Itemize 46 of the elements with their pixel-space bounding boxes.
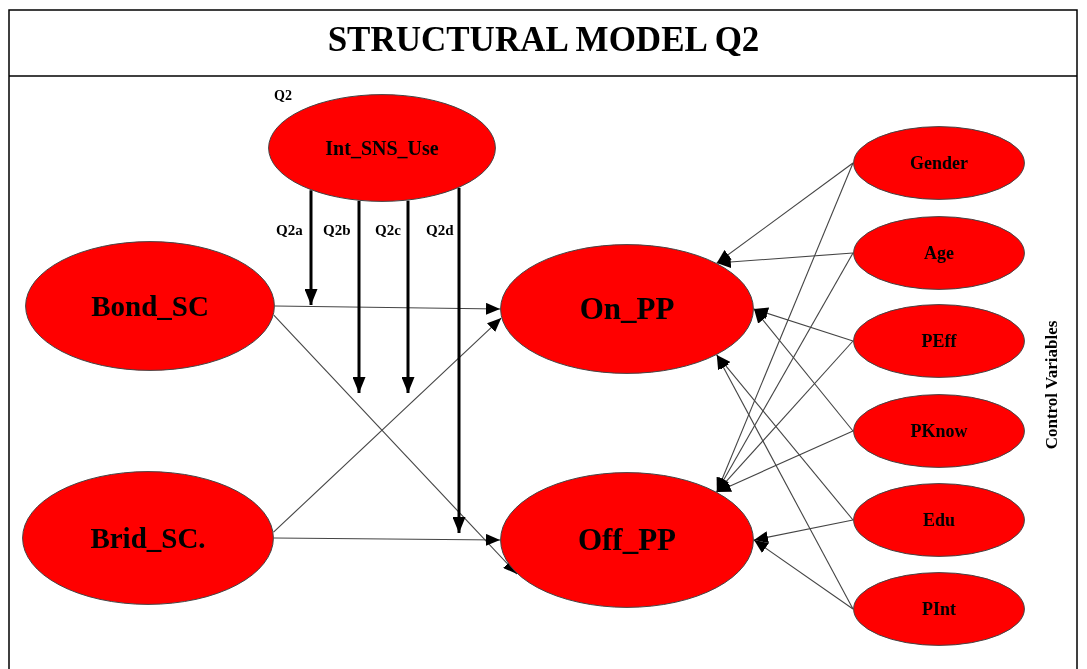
edge-label: Q2c — [375, 222, 401, 239]
path-arrow — [753, 539, 854, 610]
path-arrow — [274, 302, 501, 315]
node-label: Brid_SC. — [90, 521, 206, 555]
moderation-arrow — [352, 200, 366, 393]
ellipse-node — [853, 304, 1025, 378]
axis-group-label: Control Variables — [1042, 320, 1062, 450]
edge-label: Q2b — [323, 222, 351, 239]
node-label: Gender — [910, 152, 968, 174]
node-label: PKnow — [910, 420, 968, 442]
edge-label: Q2d — [426, 222, 454, 239]
moderation-arrow — [304, 190, 318, 305]
ellipse-node — [500, 244, 754, 374]
path-arrow — [716, 430, 854, 493]
moderation-arrow — [401, 200, 415, 393]
ellipse-node — [500, 472, 754, 608]
path-arrow — [716, 340, 854, 493]
node-label: On_PP — [579, 291, 675, 327]
node-label: Edu — [923, 509, 955, 531]
ellipse-node — [25, 241, 275, 371]
path-arrow — [753, 308, 854, 432]
path-arrow — [273, 533, 501, 546]
node-label: Age — [924, 242, 954, 264]
path-arrow — [716, 252, 854, 268]
node-label: Bond_SC — [91, 289, 209, 323]
node-caption: Q2 — [274, 88, 292, 104]
path-arrow — [716, 252, 854, 493]
path-arrow — [716, 162, 854, 264]
path-arrow — [716, 354, 854, 610]
path-arrow — [716, 354, 854, 521]
path-arrow — [272, 317, 502, 533]
path-arrow — [753, 307, 854, 342]
diagram-title: STRUCTURAL MODEL Q2 — [326, 21, 761, 60]
ellipse-node — [853, 394, 1025, 468]
node-label: PInt — [922, 598, 956, 620]
ellipse-node — [853, 572, 1025, 646]
node-label: Int_SNS_Use — [325, 136, 439, 160]
ellipse-node — [853, 216, 1025, 290]
ellipse-node — [853, 483, 1025, 557]
node-label: PEff — [921, 330, 957, 352]
moderation-arrow — [452, 187, 466, 533]
path-arrow — [753, 519, 854, 544]
ellipse-node — [22, 471, 274, 605]
edge-label: Q2a — [276, 222, 303, 239]
node-label: Off_PP — [577, 522, 677, 558]
ellipse-node — [853, 126, 1025, 200]
